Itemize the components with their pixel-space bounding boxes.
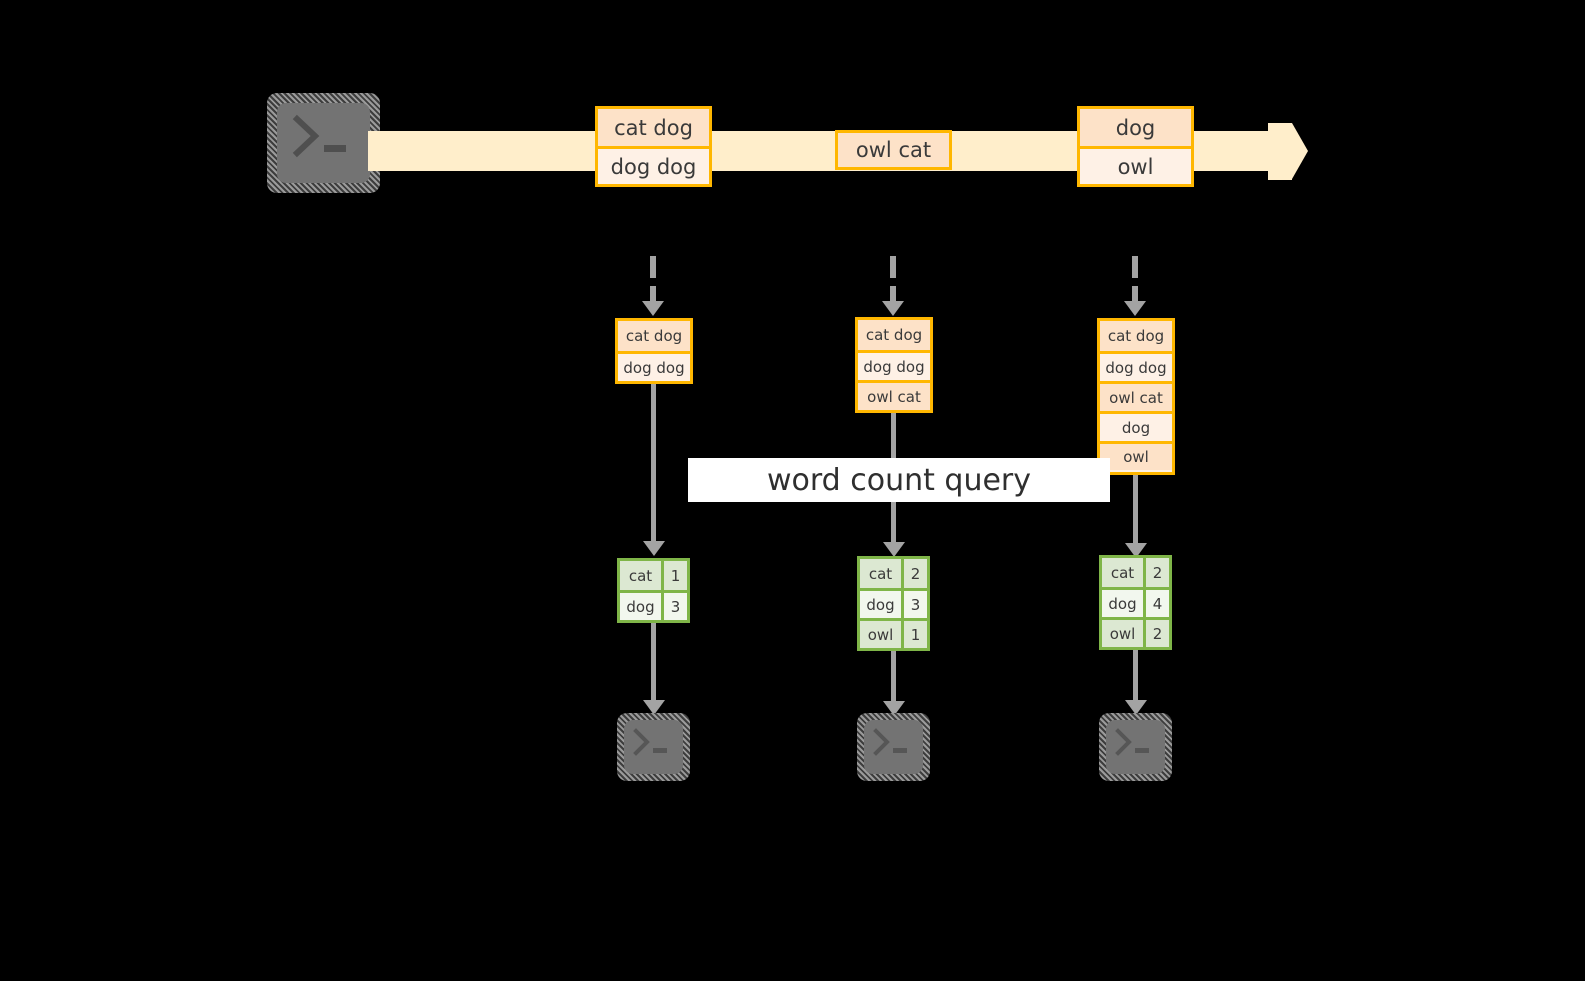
table-cell-word: dog [1102,590,1146,617]
table-cell-count: 1 [904,621,927,648]
arrow-dash [1132,256,1138,278]
terminal-prompt-icon [873,728,907,756]
snapshot-1-sink-terminal-icon [617,713,690,781]
snapshot-1-inbound-arrow [639,256,669,316]
terminal-face [624,720,683,774]
snapshot-2-count-table: cat 2 dog 3 owl 1 [857,556,930,651]
event-stream-arrow-wing [1268,123,1292,180]
table-cell-word: cat [860,559,904,588]
snapshot-3-inbound-arrow [1121,256,1151,316]
table-cell-word: dog [620,593,664,620]
stream-record-group-3: dog owl [1077,106,1194,187]
snapshot-3-sink-arrow [1121,650,1151,718]
arrow-dash [890,256,896,278]
arrow-shaft [651,623,656,703]
table-cell-count: 1 [664,561,687,590]
table-row: cat 1 [620,561,687,590]
snapshot-2-inbound-arrow [879,256,909,316]
snapshot-3-count-table: cat 2 dog 4 owl 2 [1099,555,1172,650]
terminal-prompt-icon [633,728,667,756]
stream-record-line: dog [1080,109,1191,146]
table-cell-word: dog [860,591,904,618]
table-cell-count: 3 [664,593,687,620]
snapshot-input-line: dog [1100,411,1172,441]
terminal-face [864,720,923,774]
arrow-shaft [651,384,656,544]
arrow-shaft [1133,650,1138,703]
table-cell-count: 2 [904,559,927,588]
table-row: cat 2 [860,559,927,588]
arrow-shaft [891,651,896,704]
snapshot-input-line: owl cat [858,380,930,410]
terminal-prompt-icon [292,114,346,158]
snapshot-2-input-box: cat dog dog dog owl cat [855,317,933,413]
arrow-head [642,541,665,556]
stream-record-line: dog dog [598,146,709,184]
snapshot-input-line: dog dog [618,351,690,381]
arrow-head [1124,543,1147,558]
snapshot-input-line: dog dog [858,350,930,380]
arrow-head [882,301,904,316]
terminal-prompt-icon [1115,728,1149,756]
table-row: dog 3 [860,588,927,618]
arrow-head [1124,301,1146,316]
table-row: dog 3 [620,590,687,620]
table-cell-word: cat [1102,558,1146,587]
snapshot-input-line: cat dog [618,321,690,351]
terminal-face [1106,720,1165,774]
stream-record-line: cat dog [598,109,709,146]
terminal-face [277,103,370,183]
snapshot-1-sink-arrow [639,623,669,718]
table-row: cat 2 [1102,558,1169,587]
source-terminal-icon [267,93,380,193]
snapshot-input-line: dog dog [1100,351,1172,381]
arrow-head [642,301,664,316]
table-cell-count: 3 [904,591,927,618]
arrow-head [882,542,905,557]
snapshot-1-input-box: cat dog dog dog [615,318,693,384]
snapshot-2-sink-terminal-icon [857,713,930,781]
arrow-head [1124,700,1147,715]
stream-record-group-1: cat dog dog dog [595,106,712,187]
snapshot-input-line: cat dog [1100,321,1172,351]
arrow-dash [650,286,656,302]
snapshot-1-count-table: cat 1 dog 3 [617,558,690,623]
table-cell-count: 2 [1146,620,1169,647]
table-cell-count: 2 [1146,558,1169,587]
snapshot-3-input-box: cat dog dog dog owl cat dog owl [1097,318,1175,475]
snapshot-3-query-arrow [1121,475,1151,560]
stream-record-line: owl [1080,146,1191,184]
snapshot-3-sink-terminal-icon [1099,713,1172,781]
table-cell-word: owl [1102,620,1146,647]
table-row: dog 4 [1102,587,1169,617]
snapshot-input-line: owl cat [1100,381,1172,411]
arrow-dash [650,256,656,278]
arrow-shaft [1133,475,1138,546]
arrow-head [642,700,665,715]
snapshot-input-line: owl [1100,441,1172,470]
table-row: owl 1 [860,618,927,648]
arrow-head [882,701,905,716]
snapshot-1-query-arrow [639,384,669,558]
table-cell-word: owl [860,621,904,648]
query-banner: word count query [688,458,1110,502]
table-cell-word: cat [620,561,664,590]
arrow-dash [1132,286,1138,302]
query-banner-label: word count query [766,462,1032,498]
table-cell-count: 4 [1146,590,1169,617]
stream-record-line: owl cat [838,133,949,167]
snapshot-input-line: cat dog [858,320,930,350]
snapshot-2-sink-arrow [879,651,909,719]
event-stream-arrow-head [1292,123,1308,179]
table-row: owl 2 [1102,617,1169,647]
stream-record-group-2: owl cat [835,130,952,170]
arrow-dash [890,286,896,302]
